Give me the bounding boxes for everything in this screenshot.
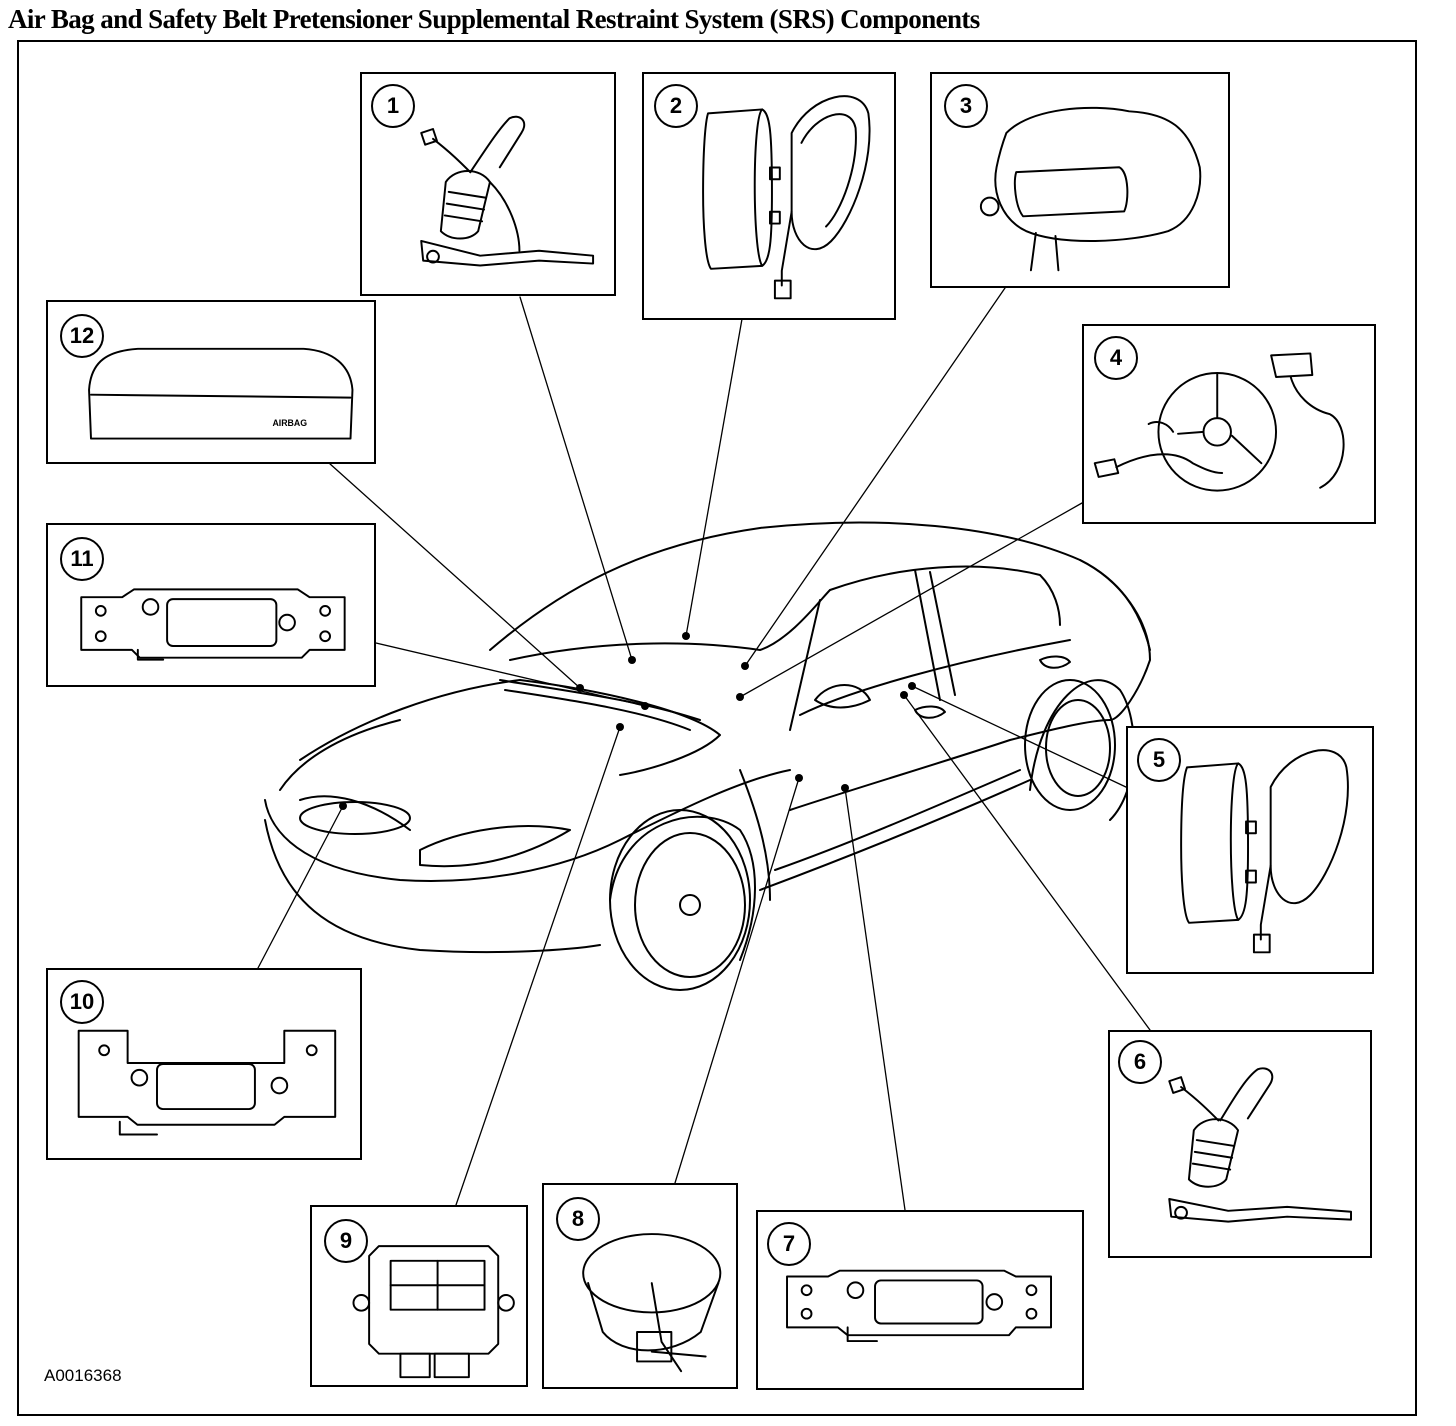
crash-sensor-illustration-2 [80,588,346,661]
panel-11: 11 [46,523,376,687]
leader-lines [257,287,1151,1211]
sensor-bracket-illustration [77,1029,337,1136]
figure-id: A0016368 [44,1366,122,1385]
callout-4: 4 [1094,336,1138,380]
airbag-cover-illustration: AIRBAG [88,347,354,440]
leader-dots [339,632,916,810]
panel-7: 7 [756,1210,1084,1390]
car-body [264,521,1151,991]
callout-5: 5 [1137,738,1181,782]
callout-3: 3 [944,84,988,128]
side-airbag-illustration [1180,749,1349,954]
airbag-module-illustration [702,95,871,300]
panel-9: 9 [310,1205,528,1387]
panel-5: 5 [1126,726,1374,974]
panel-2: 2 [642,72,896,320]
diagram-title: Air Bag and Safety Belt Pretensioner Sup… [8,4,980,34]
callout-6: 6 [1118,1040,1162,1084]
callout-1: 1 [371,84,415,128]
panel-1: 1 [360,72,616,296]
callout-12: 12 [60,314,104,358]
panel-8: 8 [542,1183,738,1389]
panel-3: 3 [930,72,1230,288]
diagram-frame [17,40,1417,1416]
pretensioner-illustration-2 [1168,1067,1352,1223]
airbag-label: AIRBAG [272,418,307,428]
control-module-illustration [352,1245,515,1379]
callout-8: 8 [556,1197,600,1241]
panel-10: 10 [46,968,362,1160]
crash-sensor-illustration [786,1269,1053,1343]
panel-4: 4 [1082,324,1376,524]
clockspring-illustration [1093,352,1345,492]
pretensioner-illustration [420,115,595,267]
passenger-airbag-illustration [979,106,1202,272]
callout-2: 2 [654,84,698,128]
panel-12: 12 AIRBAG [46,300,376,464]
callout-10: 10 [60,980,104,1024]
panel-6: 6 [1108,1030,1372,1258]
callout-9: 9 [324,1219,368,1263]
callout-11: 11 [60,537,104,581]
callout-7: 7 [767,1222,811,1266]
occupant-sensor-illustration [582,1233,722,1373]
